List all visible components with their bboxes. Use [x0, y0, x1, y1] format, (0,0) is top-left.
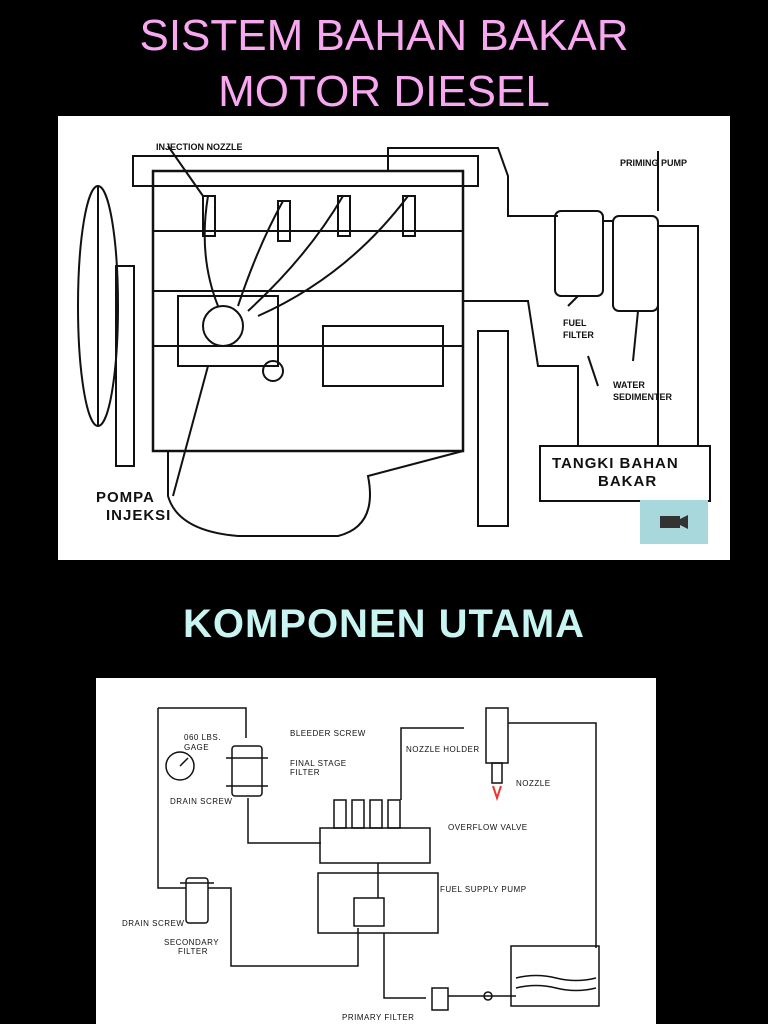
label-secondary-filter-1: SECONDARY	[164, 938, 219, 947]
label-drain-screw-1: DRAIN SCREW	[170, 797, 232, 806]
label-gage-2: GAGE	[184, 743, 209, 752]
fuel-system-schematic: 060 LBS. GAGE BLEEDER SCREW FINAL STAGE …	[96, 678, 656, 1024]
label-final-stage-1: FINAL STAGE	[290, 759, 347, 768]
label-gage-1: 060 LBS.	[184, 733, 221, 742]
label-water-sedimenter-2: SEDIMENTER	[613, 392, 673, 402]
oil-pan	[167, 450, 464, 537]
label-primary-filter: PRIMARY FILTER	[342, 1013, 414, 1022]
video-camera-icon[interactable]	[640, 500, 708, 544]
label-nozzle-holder: NOZZLE HOLDER	[406, 745, 480, 754]
starter-motor	[322, 325, 444, 387]
label-secondary-filter-2: FILTER	[178, 947, 208, 956]
fuel-tank-2	[510, 945, 600, 1007]
fuel-filter	[554, 210, 604, 297]
injection-pump-body	[177, 295, 279, 367]
section-subtitle: KOMPONEN UTAMA	[182, 602, 586, 646]
label-final-stage-2: FILTER	[290, 768, 320, 777]
injection-pump	[319, 827, 431, 864]
label-injection-nozzle: INJECTION NOZZLE	[156, 142, 243, 152]
label-nozzle: NOZZLE	[516, 779, 551, 788]
label-fuel-supply-pump: FUEL SUPPLY PUMP	[440, 885, 527, 894]
label-injection-pump-2: INJEKSI	[106, 507, 171, 524]
water-sedimenter	[612, 215, 659, 312]
label-fuel-filter-1: FUEL	[563, 318, 587, 328]
label-fuel-tank-1: TANGKI BAHAN	[552, 455, 679, 472]
page-title-line-1: SISTEM BAHAN BAKAR	[139, 11, 629, 60]
primary-filter	[431, 987, 449, 1011]
label-water-sedimenter-1: WATER	[613, 380, 645, 390]
label-injection-pump-1: POMPA	[96, 489, 155, 506]
engine-fuel-system-diagram: INJECTION NOZZLE PRIMING PUMP FUEL FILTE…	[58, 116, 730, 560]
label-overflow-valve: OVERFLOW VALVE	[448, 823, 528, 832]
final-stage-filter	[231, 745, 263, 797]
nozzle	[491, 762, 503, 784]
nozzle-spray	[492, 785, 502, 802]
label-fuel-filter-2: FILTER	[563, 330, 594, 340]
label-bleeder-screw: BLEEDER SCREW	[290, 729, 366, 738]
schematic-svg: 060 LBS. GAGE BLEEDER SCREW FINAL STAGE …	[122, 707, 600, 1022]
engine-block	[151, 169, 465, 453]
label-fuel-tank-2: BAKAR	[598, 473, 657, 490]
secondary-filter	[185, 877, 209, 924]
engine-diagram-svg: INJECTION NOZZLE PRIMING PUMP FUEL FILTE…	[77, 142, 711, 537]
page-title-line-2: MOTOR DIESEL	[218, 67, 550, 116]
label-priming-pump: PRIMING PUMP	[620, 158, 687, 168]
fuel-supply-pump	[353, 897, 385, 927]
label-drain-screw-2: DRAIN SCREW	[122, 919, 184, 928]
fuel-tank	[539, 445, 711, 502]
nozzle-holder	[485, 707, 509, 764]
pressure-gage	[165, 751, 195, 781]
